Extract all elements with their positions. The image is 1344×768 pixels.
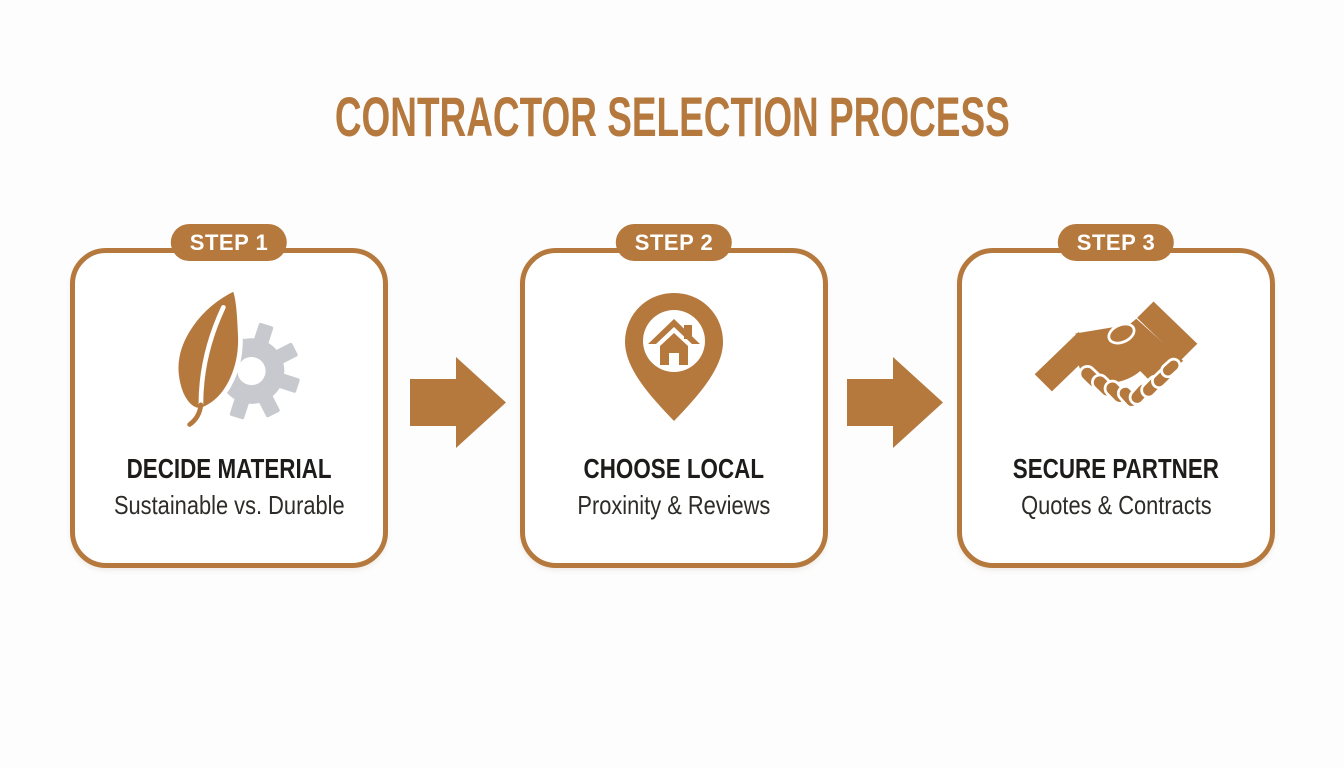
leaf-gear-icon bbox=[154, 281, 304, 433]
leaf-icon bbox=[173, 285, 243, 427]
page-title-text: CONTRACTOR SELECTION PROCESS bbox=[334, 85, 1010, 148]
step-card-body: CHOOSE LOCAL Proxinity & Reviews bbox=[525, 253, 823, 563]
location-pin-house-icon bbox=[619, 281, 729, 433]
step-badge-label: STEP 1 bbox=[189, 230, 269, 255]
right-arrow-icon bbox=[410, 357, 506, 448]
step-title: CHOOSE LOCAL bbox=[583, 453, 765, 484]
step-badge-label: STEP 2 bbox=[634, 230, 714, 255]
step-card-body: SECURE PARTNER Quotes & Contracts bbox=[962, 253, 1270, 563]
right-arrow-icon bbox=[847, 357, 943, 448]
page-title: CONTRACTOR SELECTION PROCESS bbox=[0, 84, 1344, 149]
step-badge: STEP 1 bbox=[170, 224, 288, 261]
step-card-body: DECIDE MATERIAL Sustainable vs. Durable bbox=[75, 253, 383, 563]
step-subtitle: Sustainable vs. Durable bbox=[113, 490, 345, 520]
step-subtitle: Quotes & Contracts bbox=[1020, 490, 1212, 520]
step-title: DECIDE MATERIAL bbox=[126, 453, 332, 484]
step-badge: STEP 3 bbox=[1057, 224, 1175, 261]
house-icon bbox=[648, 319, 700, 365]
step-card-secure-partner: STEP 3 bbox=[957, 224, 1275, 568]
step-title: SECURE PARTNER bbox=[1012, 453, 1220, 484]
step-badge: STEP 2 bbox=[615, 224, 733, 261]
step-card-choose-local: STEP 2 CHOOSE LOCAL bbox=[520, 224, 828, 568]
handshake-icon bbox=[1030, 281, 1202, 433]
step-subtitle: Proxinity & Reviews bbox=[577, 490, 771, 520]
location-pin-icon bbox=[625, 293, 723, 421]
step-badge-label: STEP 3 bbox=[1076, 230, 1156, 255]
step-card-decide-material: STEP 1 bbox=[70, 224, 388, 568]
